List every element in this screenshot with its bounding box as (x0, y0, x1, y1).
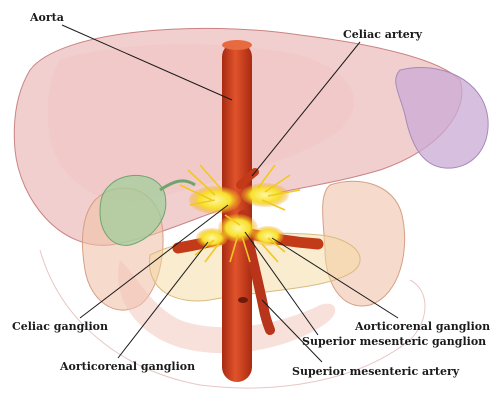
celiac-ganglion-label: Celiac ganglion (12, 320, 108, 333)
aorticorenal-left-leader (117, 241, 209, 359)
superior-mesenteric-artery-leader (261, 299, 323, 363)
superior-mesenteric-ganglion-leader (244, 231, 319, 336)
aorticorenal-ganglion-left-label: Aorticorenal ganglion (60, 360, 196, 373)
aorticorenal-ganglion-right-label: Aorticorenal ganglion (355, 320, 491, 333)
celiac-artery-label: Celiac artery (343, 28, 422, 41)
superior-mesenteric-ganglion-shape (218, 214, 258, 242)
duodenum-shape (118, 260, 336, 354)
celiac-artery-leader (251, 41, 361, 177)
aorta-shape (222, 42, 252, 382)
celiac-trunk-shape (236, 168, 259, 189)
ganglia-group (179, 164, 301, 263)
sma-origin-shape (238, 297, 248, 303)
superior-mesenteric-artery-label: Superior mesenteric artery (292, 365, 460, 378)
gallbladder-shape (99, 174, 167, 246)
aorta-label: Aorta (30, 11, 64, 24)
nerve-fibers (179, 164, 301, 263)
bile-duct-shape (159, 179, 196, 192)
liver-lobe-shape (47, 44, 355, 202)
leader-lines (61, 24, 399, 363)
superior-mesenteric-ganglion-label: Superior mesenteric ganglion (302, 335, 487, 348)
aorticorenal-right-leader (271, 237, 399, 319)
celiac-ganglion-right-shape (241, 183, 289, 207)
sma-shape (238, 210, 275, 335)
celiac-ganglion-leader (79, 204, 229, 319)
abdomen-outline-shape (39, 249, 426, 389)
aorta-leader (61, 24, 233, 101)
aorta-top-shape (222, 40, 252, 50)
stomach-shape (395, 66, 489, 169)
